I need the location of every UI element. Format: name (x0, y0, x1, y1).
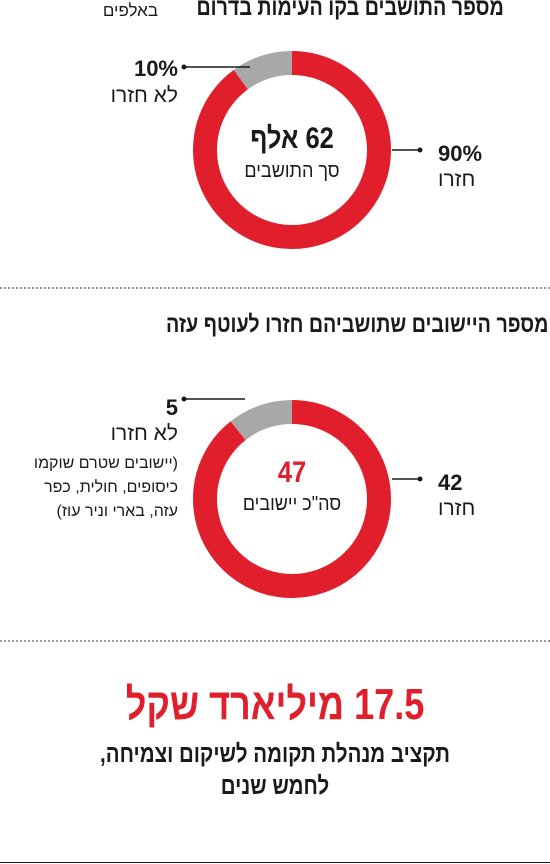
donut-slice-not-returned (230, 400, 293, 441)
budget-description-line: תקציב מנהלת תקומה לשיקום וצמיחה, (100, 740, 450, 768)
leader-dot-not-returned (181, 396, 187, 402)
note-line: עזה, בארי וניר עוז) (56, 503, 178, 520)
donut-slice-not-returned (233, 51, 293, 90)
section1-subnote: באלפים (102, 1, 158, 20)
budget-description: תקציב מנהלת תקומה לשיקום וצמיחה, לחמש שנ… (50, 738, 501, 802)
note-line: (יישובים שטרם שוקמו (33, 455, 178, 472)
section2-not-returned-label: לא חזרו (110, 422, 178, 445)
donut-slice-returned (193, 51, 391, 249)
section2-returned-value: 42 (438, 470, 463, 495)
section1-title: מספר התושבים בקו העימות בדרום (196, 0, 504, 21)
leader-dot-returned (417, 476, 423, 482)
divider-2 (0, 640, 550, 642)
budget-description-line: לחמש שנים (220, 772, 330, 800)
budget-value: 17.5 מיליארד שקל (125, 680, 425, 729)
section2-center-value: 47 (277, 456, 307, 489)
section1-center-label: סך התושבים (244, 160, 340, 182)
divider-1 (0, 287, 550, 289)
section2-returned-label: חזרו (438, 497, 476, 520)
section1-returned-value: 90% (438, 141, 483, 166)
donut-slice-returned (193, 400, 391, 598)
donut-chart-residents (181, 51, 423, 249)
section1-returned-label: חזרו (438, 168, 476, 191)
section1-not-returned-label: לא חזרו (110, 84, 178, 107)
donut-chart-settlements (181, 396, 423, 598)
section1-not-returned-value: 10% (133, 56, 178, 81)
note-line: כיסופים, חולית, כפר (44, 479, 178, 496)
section2-title: מספר היישובים שתושביהם חזרו לעוטף עזה (165, 311, 548, 338)
section2-center-label: סה"כ יישובים (242, 493, 342, 515)
section2-not-returned-value: 5 (165, 395, 178, 420)
bottom-rule (0, 862, 550, 863)
leader-dot-not-returned (181, 64, 187, 70)
section2-not-returned-note: (יישובים שטרם שוקמו כיסופים, חולית, כפר … (34, 452, 178, 524)
budget-block: 17.5 מיליארד שקל (0, 680, 550, 730)
leader-dot-returned (417, 147, 423, 153)
section1-center-value: 62 אלף (250, 122, 334, 155)
